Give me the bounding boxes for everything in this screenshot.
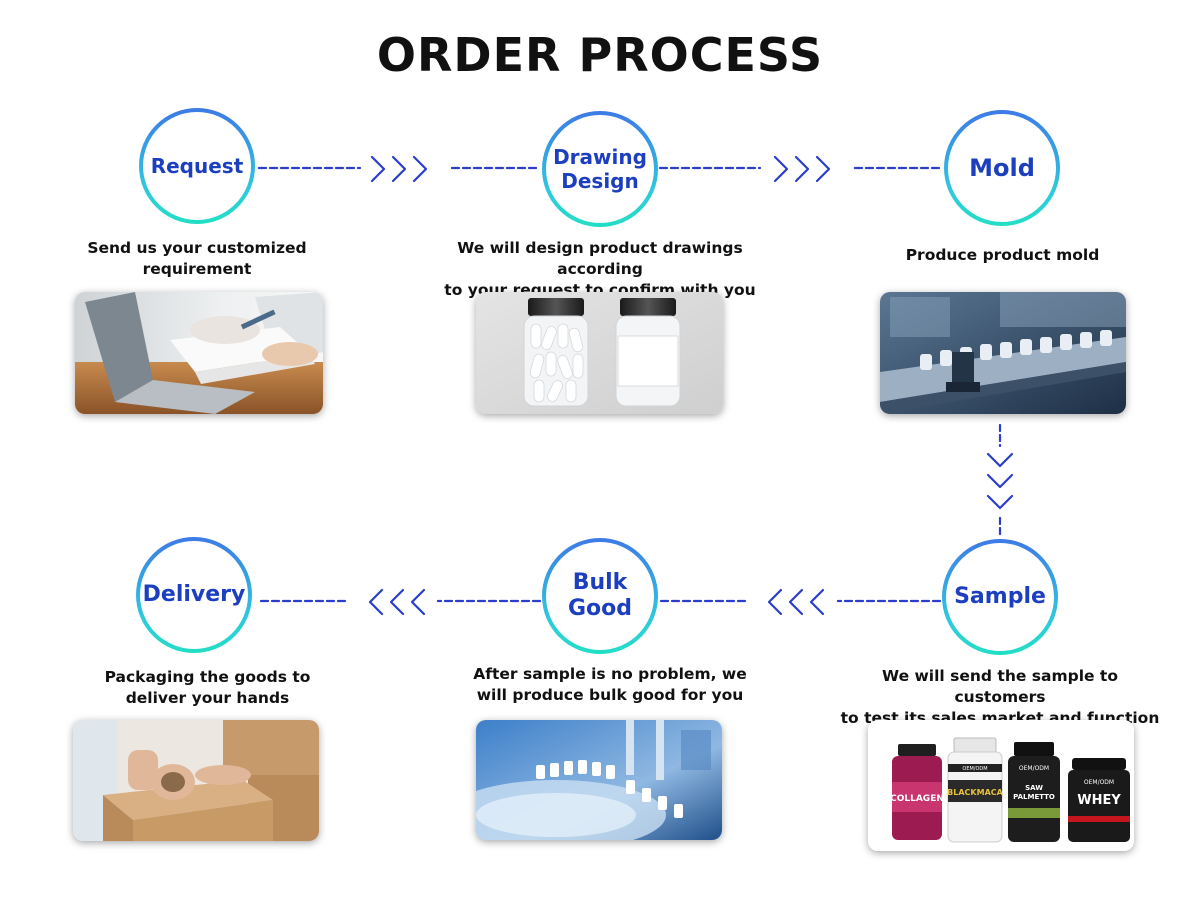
office-laptop-paperwork-photo (75, 292, 323, 414)
step-sample: Sample (942, 539, 1058, 655)
product-tag: OEM/ODM (1084, 779, 1114, 786)
step-mold: Mold (944, 110, 1060, 226)
step-label: Mold (969, 153, 1035, 182)
step-request: Request (139, 108, 255, 224)
product-label-blackmaca: BLACKMACA (947, 788, 1003, 797)
step-description-mold: Produce product mold (905, 246, 1100, 264)
page-title: ORDER PROCESS (376, 28, 824, 82)
step-description-delivery: Packaging the goods to deliver your hand… (104, 668, 311, 707)
product-label-collagen: COLLAGEN (890, 794, 944, 804)
capsule-bottles-photo (476, 292, 723, 414)
bottle-production-line-photo (880, 292, 1126, 414)
product-tag: OEM/ODM (962, 766, 987, 772)
packing-cardboard-box-photo (73, 720, 319, 841)
step-label: Sample (954, 583, 1046, 609)
step-bulk-good: Bulk Good (542, 538, 658, 654)
step-label: Bulk Good (567, 569, 633, 621)
product-tag: OEM/ODM (1019, 765, 1049, 772)
product-label-whey: WHEY (1077, 793, 1121, 808)
step-label: Delivery (142, 581, 246, 607)
bottle-filling-machine-photo (476, 720, 722, 840)
step-delivery: Delivery (136, 537, 252, 653)
step-label: Drawing Design (553, 145, 647, 193)
step-description-bulk-good: After sample is no problem, we will prod… (473, 665, 747, 704)
step-description-request: Send us your customized requirement (87, 239, 307, 278)
step-label: Request (150, 154, 244, 178)
step-drawing-design: Drawing Design (542, 111, 658, 227)
